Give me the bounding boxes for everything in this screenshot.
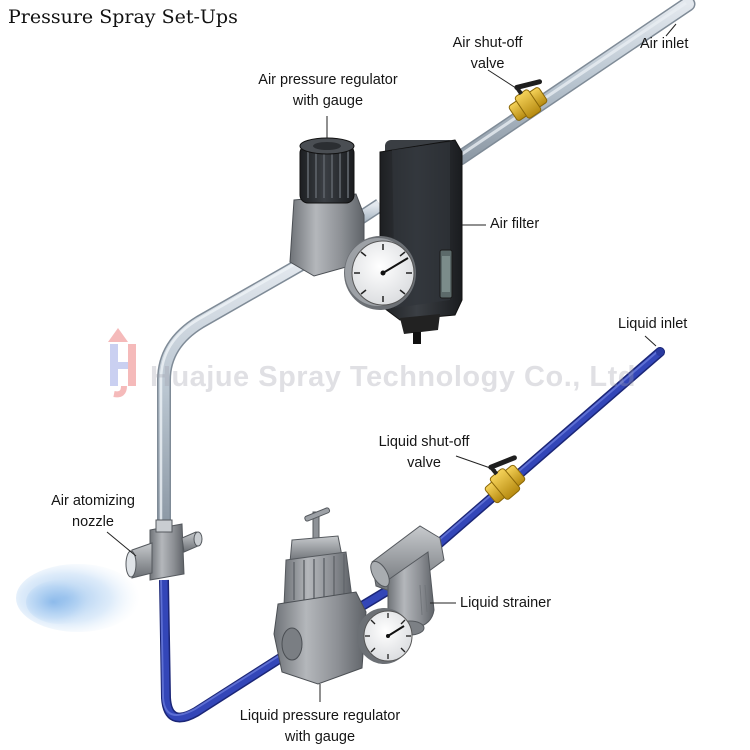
label-air-atomizing-nozzle-line1: Air atomizing <box>51 493 135 509</box>
leader-nozzle <box>106 531 137 557</box>
label-liquid-regulator-line2: with gauge <box>284 729 356 745</box>
label-liquid-shutoff-valve-line1: Liquid shut-off <box>378 434 470 450</box>
leader-air-shutoff-valve <box>487 69 523 93</box>
diagram-title: Pressure Spray Set-Ups <box>8 6 238 28</box>
leader-air-inlet <box>665 23 677 37</box>
liquid-pressure-regulator <box>273 507 413 685</box>
label-liquid-shutoff-valve: Liquid shut-off valve <box>365 432 483 474</box>
label-liquid-strainer: Liquid strainer <box>460 593 551 614</box>
label-air-shutoff-valve: Air shut-off valve <box>440 33 535 75</box>
label-liquid-regulator-line1: Liquid pressure regulator <box>239 708 401 724</box>
label-air-shutoff-valve-line2: valve <box>470 56 505 72</box>
label-liquid-strainer-text: Liquid strainer <box>460 595 552 611</box>
label-air-regulator: Air pressure regulator with gauge <box>240 70 416 112</box>
leader-liquid-inlet <box>644 335 657 347</box>
label-air-inlet: Air inlet <box>640 34 688 55</box>
air-atomizing-nozzle <box>16 519 203 632</box>
air-line <box>157 0 696 520</box>
label-air-shutoff-valve-line1: Air shut-off <box>452 35 523 51</box>
liquid-strainer <box>370 525 445 636</box>
leader-lines <box>106 23 677 702</box>
label-air-regulator-line1: Air pressure regulator <box>258 72 398 88</box>
leader-liquid-shutoff-valve <box>455 455 497 471</box>
liquid-shutoff-valve <box>484 455 526 504</box>
air-regulator-gauge <box>344 236 416 310</box>
liquid-line <box>159 347 665 723</box>
label-liquid-regulator: Liquid pressure regulator with gauge <box>230 706 410 748</box>
label-liquid-inlet-text: Liquid inlet <box>618 316 688 332</box>
label-air-filter: Air filter <box>490 214 539 235</box>
air-shutoff-valve <box>508 79 548 121</box>
air-pressure-regulator <box>289 137 416 310</box>
label-liquid-shutoff-valve-line2: valve <box>407 455 441 471</box>
label-air-filter-text: Air filter <box>490 216 540 232</box>
label-air-inlet-text: Air inlet <box>640 36 689 52</box>
label-air-atomizing-nozzle: Air atomizing nozzle <box>38 491 148 533</box>
label-air-regulator-line2: with gauge <box>292 93 364 109</box>
label-liquid-inlet: Liquid inlet <box>618 314 687 335</box>
liquid-regulator-gauge <box>357 608 413 664</box>
watermark-logo <box>108 328 136 398</box>
label-air-atomizing-nozzle-line2: nozzle <box>72 514 114 530</box>
watermark-text: Huajue Spray Technology Co., Ltd <box>150 361 636 393</box>
